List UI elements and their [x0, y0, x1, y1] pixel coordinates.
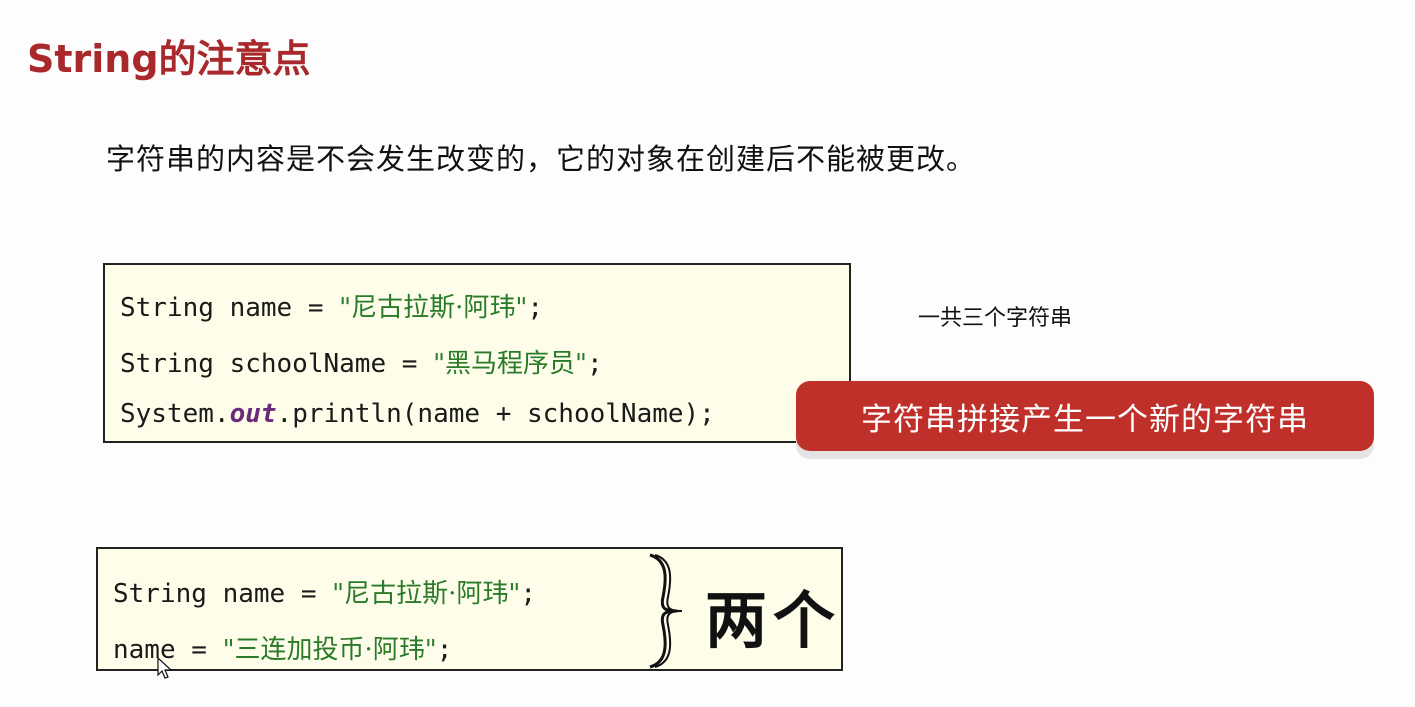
code-text: ; — [527, 293, 543, 323]
brace-icon — [649, 553, 683, 669]
mouse-cursor-icon — [157, 657, 173, 679]
code-line: System.out.println(name + schoolName); — [120, 399, 715, 429]
string-literal: "三连加投币·阿玮" — [222, 635, 437, 665]
code-text: ; — [436, 635, 453, 665]
code-line: String name = "尼古拉斯·阿玮"; — [113, 573, 536, 610]
code-text: String name = — [113, 579, 333, 609]
code-text: String name = — [120, 293, 340, 323]
slide-description: 字符串的内容是不会发生改变的，它的对象在创建后不能被更改。 — [106, 142, 977, 176]
code-line: String schoolName = "黑马程序员"; — [120, 343, 603, 380]
code-text: String schoolName = — [120, 349, 434, 379]
code-line: String name = "尼古拉斯·阿玮"; — [120, 287, 543, 324]
string-literal: "尼古拉斯·阿玮" — [332, 579, 521, 609]
note-three-strings: 一共三个字符串 — [918, 306, 1073, 331]
code-text: ; — [587, 349, 603, 379]
code-text: name = — [113, 635, 223, 665]
code-text: .println(name + schoolName); — [276, 399, 715, 429]
code-example-2: String name = "尼古拉斯·阿玮"; name = "三连加投币·阿… — [96, 547, 843, 671]
string-literal: "黑马程序员" — [433, 349, 587, 379]
code-text: ; — [520, 579, 536, 609]
string-literal: "尼古拉斯·阿玮" — [339, 293, 528, 323]
code-text: System. — [120, 399, 230, 429]
concat-banner: 字符串拼接产生一个新的字符串 — [796, 381, 1374, 451]
code-example-1: String name = "尼古拉斯·阿玮"; String schoolNa… — [103, 263, 851, 443]
handwritten-annotation: 两个 — [705, 584, 842, 657]
slide-title: String的注意点 — [27, 37, 311, 81]
code-line: name = "三连加投币·阿玮"; — [113, 629, 452, 666]
keyword: out — [229, 399, 277, 429]
